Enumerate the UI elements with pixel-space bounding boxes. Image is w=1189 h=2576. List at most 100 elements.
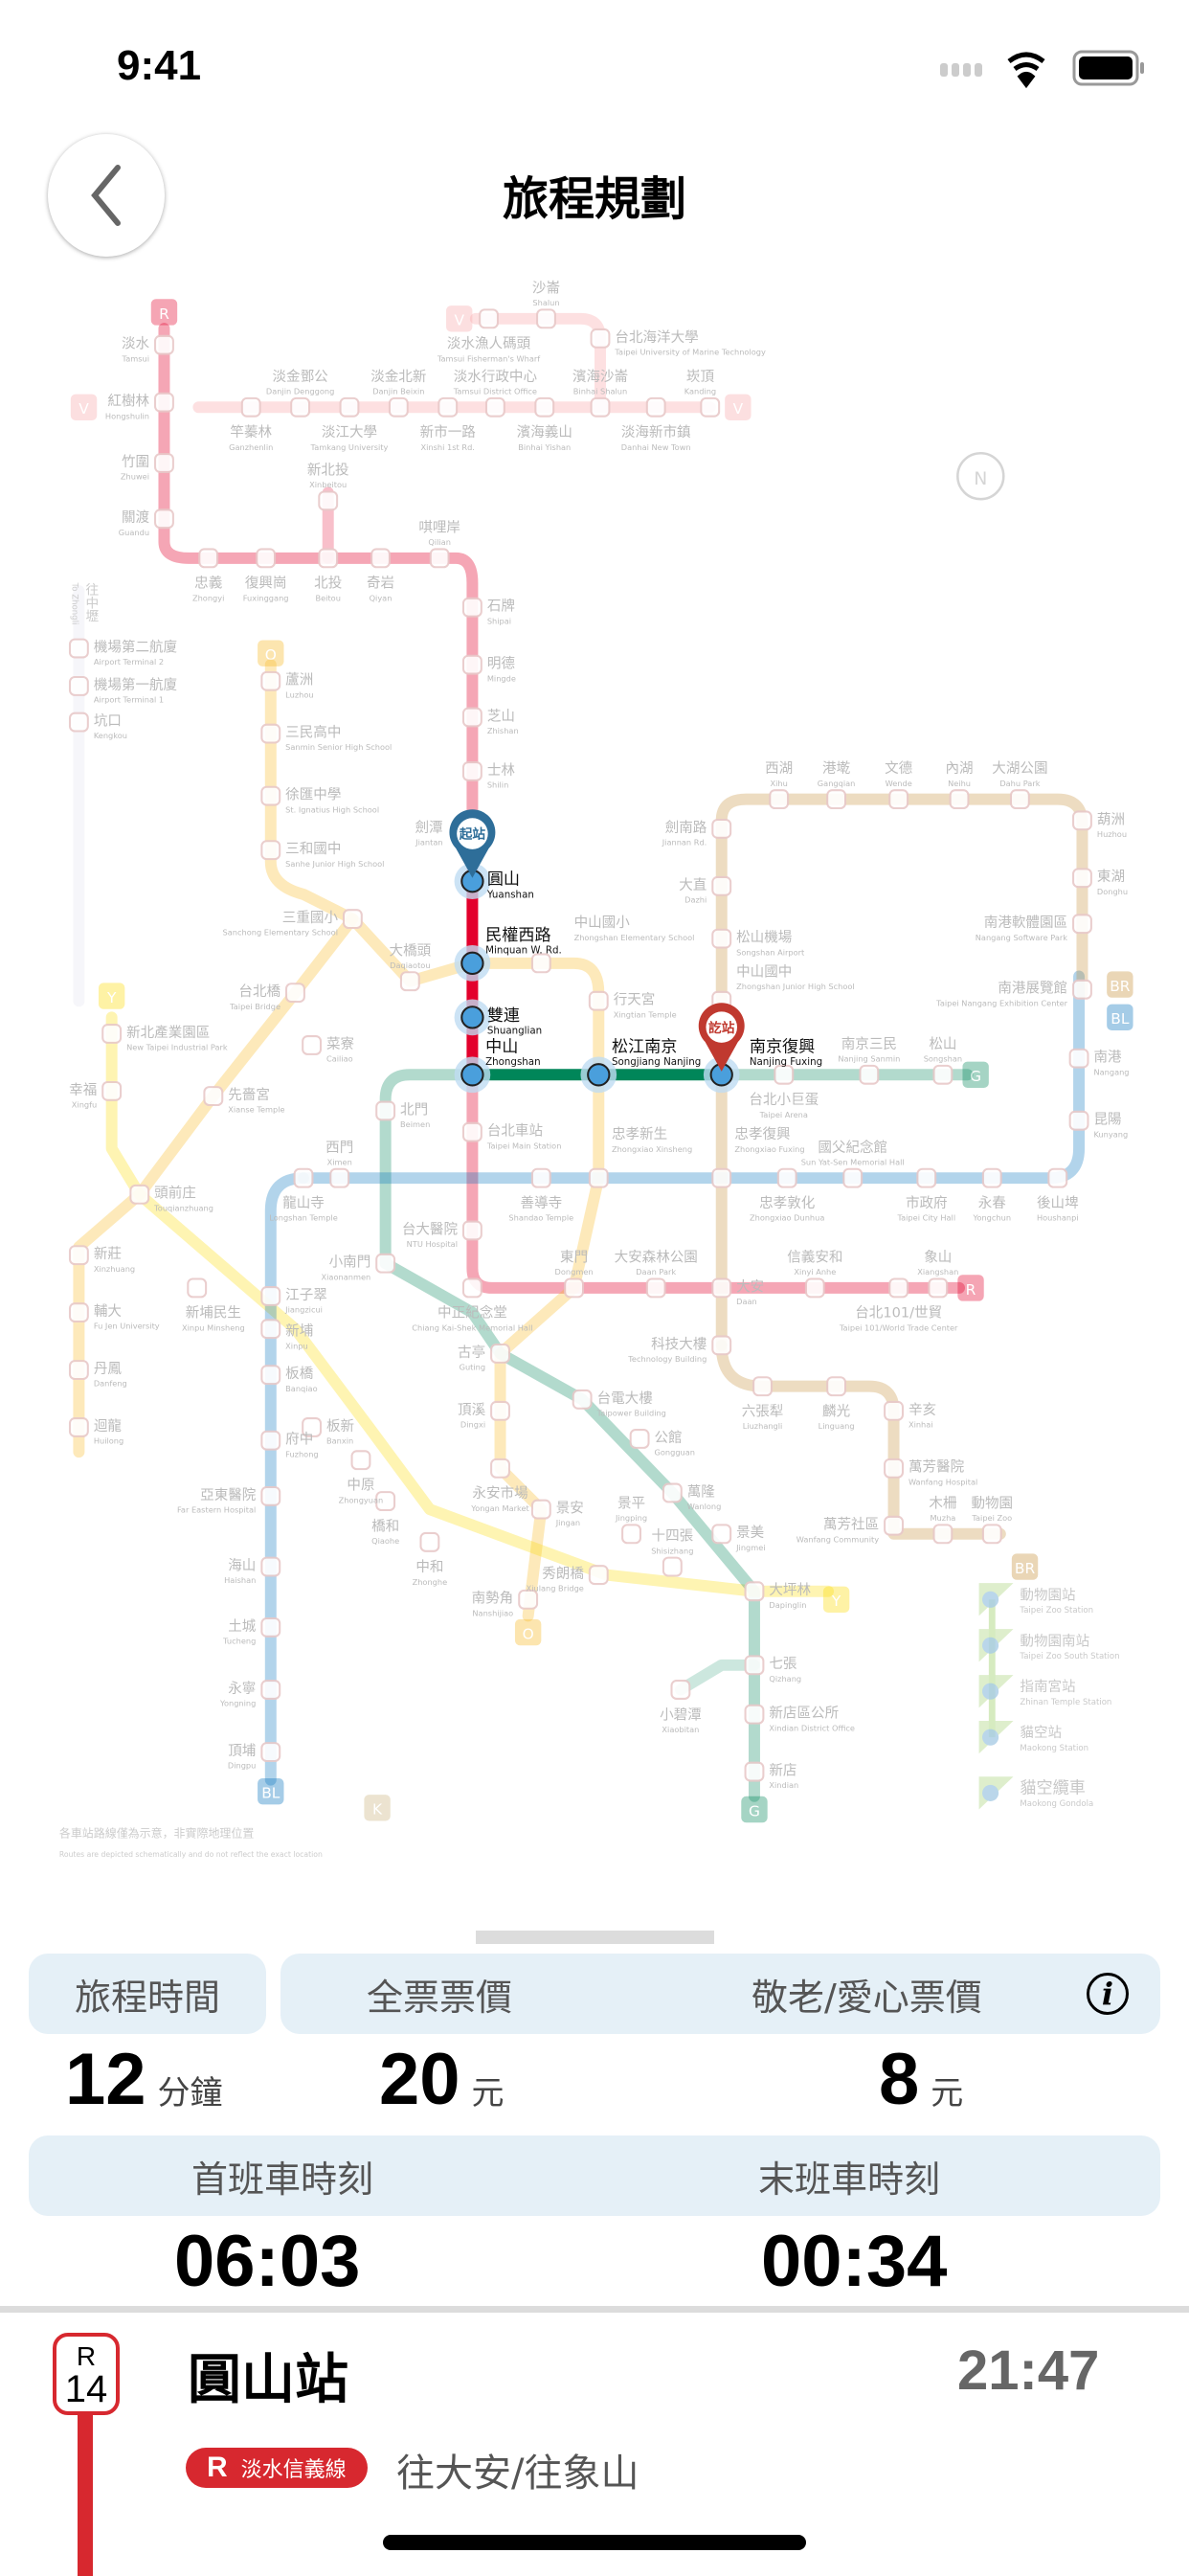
station-mingde[interactable] [461, 654, 482, 675]
station-kengkou[interactable] [68, 712, 89, 733]
station-wende[interactable] [888, 789, 909, 810]
station-jingping[interactable] [621, 1524, 641, 1545]
station-beimen[interactable] [375, 1100, 396, 1121]
station-jiannan-rd-[interactable] [711, 818, 732, 839]
station-banxin[interactable] [302, 1417, 323, 1437]
station-nanjing-sanmin[interactable] [859, 1064, 880, 1085]
station-xingtian-temple[interactable] [588, 990, 609, 1011]
station-qiaohe[interactable] [375, 1491, 396, 1511]
info-icon[interactable]: i [1087, 1973, 1129, 2015]
station-sanchong-elementary-school[interactable] [342, 909, 363, 930]
station-zhongyuan[interactable] [350, 1450, 371, 1471]
station-cailiao[interactable] [302, 1035, 323, 1055]
station-fu-jen-university[interactable] [68, 1302, 89, 1323]
station-zhongyi[interactable] [198, 548, 219, 569]
start-pin[interactable]: 起站 [449, 809, 496, 878]
station-banqiao[interactable] [260, 1365, 281, 1386]
station-xiaonanmen[interactable] [375, 1253, 396, 1274]
station-shalun[interactable] [536, 308, 556, 329]
station-kanding[interactable] [700, 396, 721, 418]
station-tamkang-university[interactable] [339, 396, 360, 418]
station-yuanshan[interactable] [454, 863, 491, 900]
station-dazhi[interactable] [711, 875, 732, 896]
station-haishan[interactable] [260, 1556, 281, 1577]
station-nangang-software-park[interactable] [1072, 914, 1092, 935]
station-sun-yat-sen-memorial-hall[interactable] [842, 1167, 864, 1188]
station-tamsui-district-office[interactable] [484, 396, 505, 418]
station-yongan-market[interactable] [490, 1457, 510, 1479]
station-songshan-airport[interactable] [711, 928, 732, 949]
station-chiang-kai-shek-memorial-hall[interactable] [461, 1277, 482, 1299]
station-hongshulin[interactable] [154, 392, 174, 413]
station-muzha[interactable] [932, 1524, 953, 1545]
station-zhongxiao-dunhua[interactable] [776, 1167, 797, 1188]
station-tamsui[interactable] [154, 334, 174, 355]
station-daan-park[interactable] [645, 1277, 666, 1299]
station-fuxinggang[interactable] [256, 548, 277, 569]
station-songjiang-nanjing[interactable] [580, 1056, 617, 1094]
station-zhonghe[interactable] [419, 1531, 440, 1552]
station-songshan[interactable] [932, 1064, 953, 1085]
station-gangqian[interactable] [826, 789, 847, 810]
station-xinyi-anhe[interactable] [804, 1277, 825, 1299]
station-xihu[interactable] [769, 789, 790, 810]
station-taipei-zoo[interactable] [981, 1524, 1002, 1545]
station-xinzhuang[interactable] [68, 1245, 89, 1266]
station-liuzhangli[interactable] [752, 1376, 773, 1397]
station-huzhou[interactable] [1072, 810, 1092, 831]
station-jiangzicui[interactable] [260, 1286, 281, 1306]
station-taipei-university-of-marine-technology[interactable] [590, 328, 611, 349]
station-xinpu[interactable] [260, 1319, 281, 1340]
station-danjin-denggong[interactable] [290, 396, 311, 418]
station-xiaobitan[interactable] [670, 1680, 691, 1700]
station-neihu[interactable] [949, 789, 970, 810]
station-taipei-nangang-exhibition-center[interactable] [1072, 979, 1092, 1000]
station-xiangshan[interactable] [928, 1277, 949, 1299]
station-dingpu[interactable] [260, 1742, 281, 1763]
station-nanjing-fuxing[interactable] [703, 1056, 740, 1094]
station-xinpu-minsheng[interactable] [187, 1277, 208, 1299]
station-xindian[interactable] [744, 1761, 765, 1782]
station-yongning[interactable] [260, 1680, 281, 1700]
station-houshanpi[interactable] [1047, 1167, 1068, 1188]
end-pin[interactable]: 訖站 [698, 1003, 745, 1072]
station-xinshi-1st-rd-[interactable] [437, 396, 459, 418]
station-daan[interactable] [711, 1277, 732, 1299]
station-taipei-bridge[interactable] [285, 983, 305, 1004]
station-st-ignatius-high-school[interactable] [260, 785, 281, 806]
station-touqianzhuang[interactable] [129, 1184, 150, 1205]
station-zhongxiao-fuxing[interactable] [711, 1167, 732, 1188]
station-technology-building[interactable] [711, 1335, 732, 1356]
station-jingan[interactable] [530, 1499, 551, 1520]
station-shilin[interactable] [461, 761, 482, 781]
station-new-taipei-industrial-park[interactable] [101, 1024, 123, 1044]
station-shuanglian[interactable] [454, 999, 491, 1036]
station-jingmei[interactable] [711, 1524, 732, 1545]
station-wanfang-hospital[interactable] [884, 1457, 904, 1479]
station-danjin-beixin[interactable] [388, 396, 409, 418]
station-shandao-temple[interactable] [530, 1167, 551, 1188]
station-shipai[interactable] [461, 597, 482, 618]
station-sanmin-senior-high-school[interactable] [260, 723, 281, 744]
station-qiyan[interactable] [370, 548, 391, 569]
station-binhai-yishan[interactable] [534, 396, 555, 418]
station-tucheng[interactable] [260, 1616, 281, 1638]
station-taipei-city-hall[interactable] [916, 1167, 937, 1188]
station-kunyang[interactable] [1068, 1110, 1089, 1131]
station-wanlong[interactable] [662, 1482, 683, 1503]
station-gongguan[interactable] [629, 1429, 650, 1449]
station-yongchun[interactable] [981, 1167, 1002, 1188]
station-dahu-park[interactable] [1009, 789, 1030, 810]
station-nanshijiao[interactable] [518, 1589, 539, 1610]
station-zhongshan-elementary-school[interactable] [530, 953, 551, 974]
station-binhai-shalun[interactable] [590, 396, 611, 418]
station-dongmen[interactable] [564, 1277, 585, 1299]
station-xianse-temple[interactable] [203, 1086, 224, 1107]
station-tamsui-fisherman-s-wharf[interactable] [479, 308, 499, 329]
station-far-eastern-hospital[interactable] [260, 1485, 281, 1506]
station-taipei-arena[interactable] [774, 1064, 795, 1085]
station-taipei-main-station[interactable] [461, 1121, 482, 1142]
station-xingfu[interactable] [101, 1080, 123, 1101]
station-xindian-district-office[interactable] [744, 1704, 765, 1725]
